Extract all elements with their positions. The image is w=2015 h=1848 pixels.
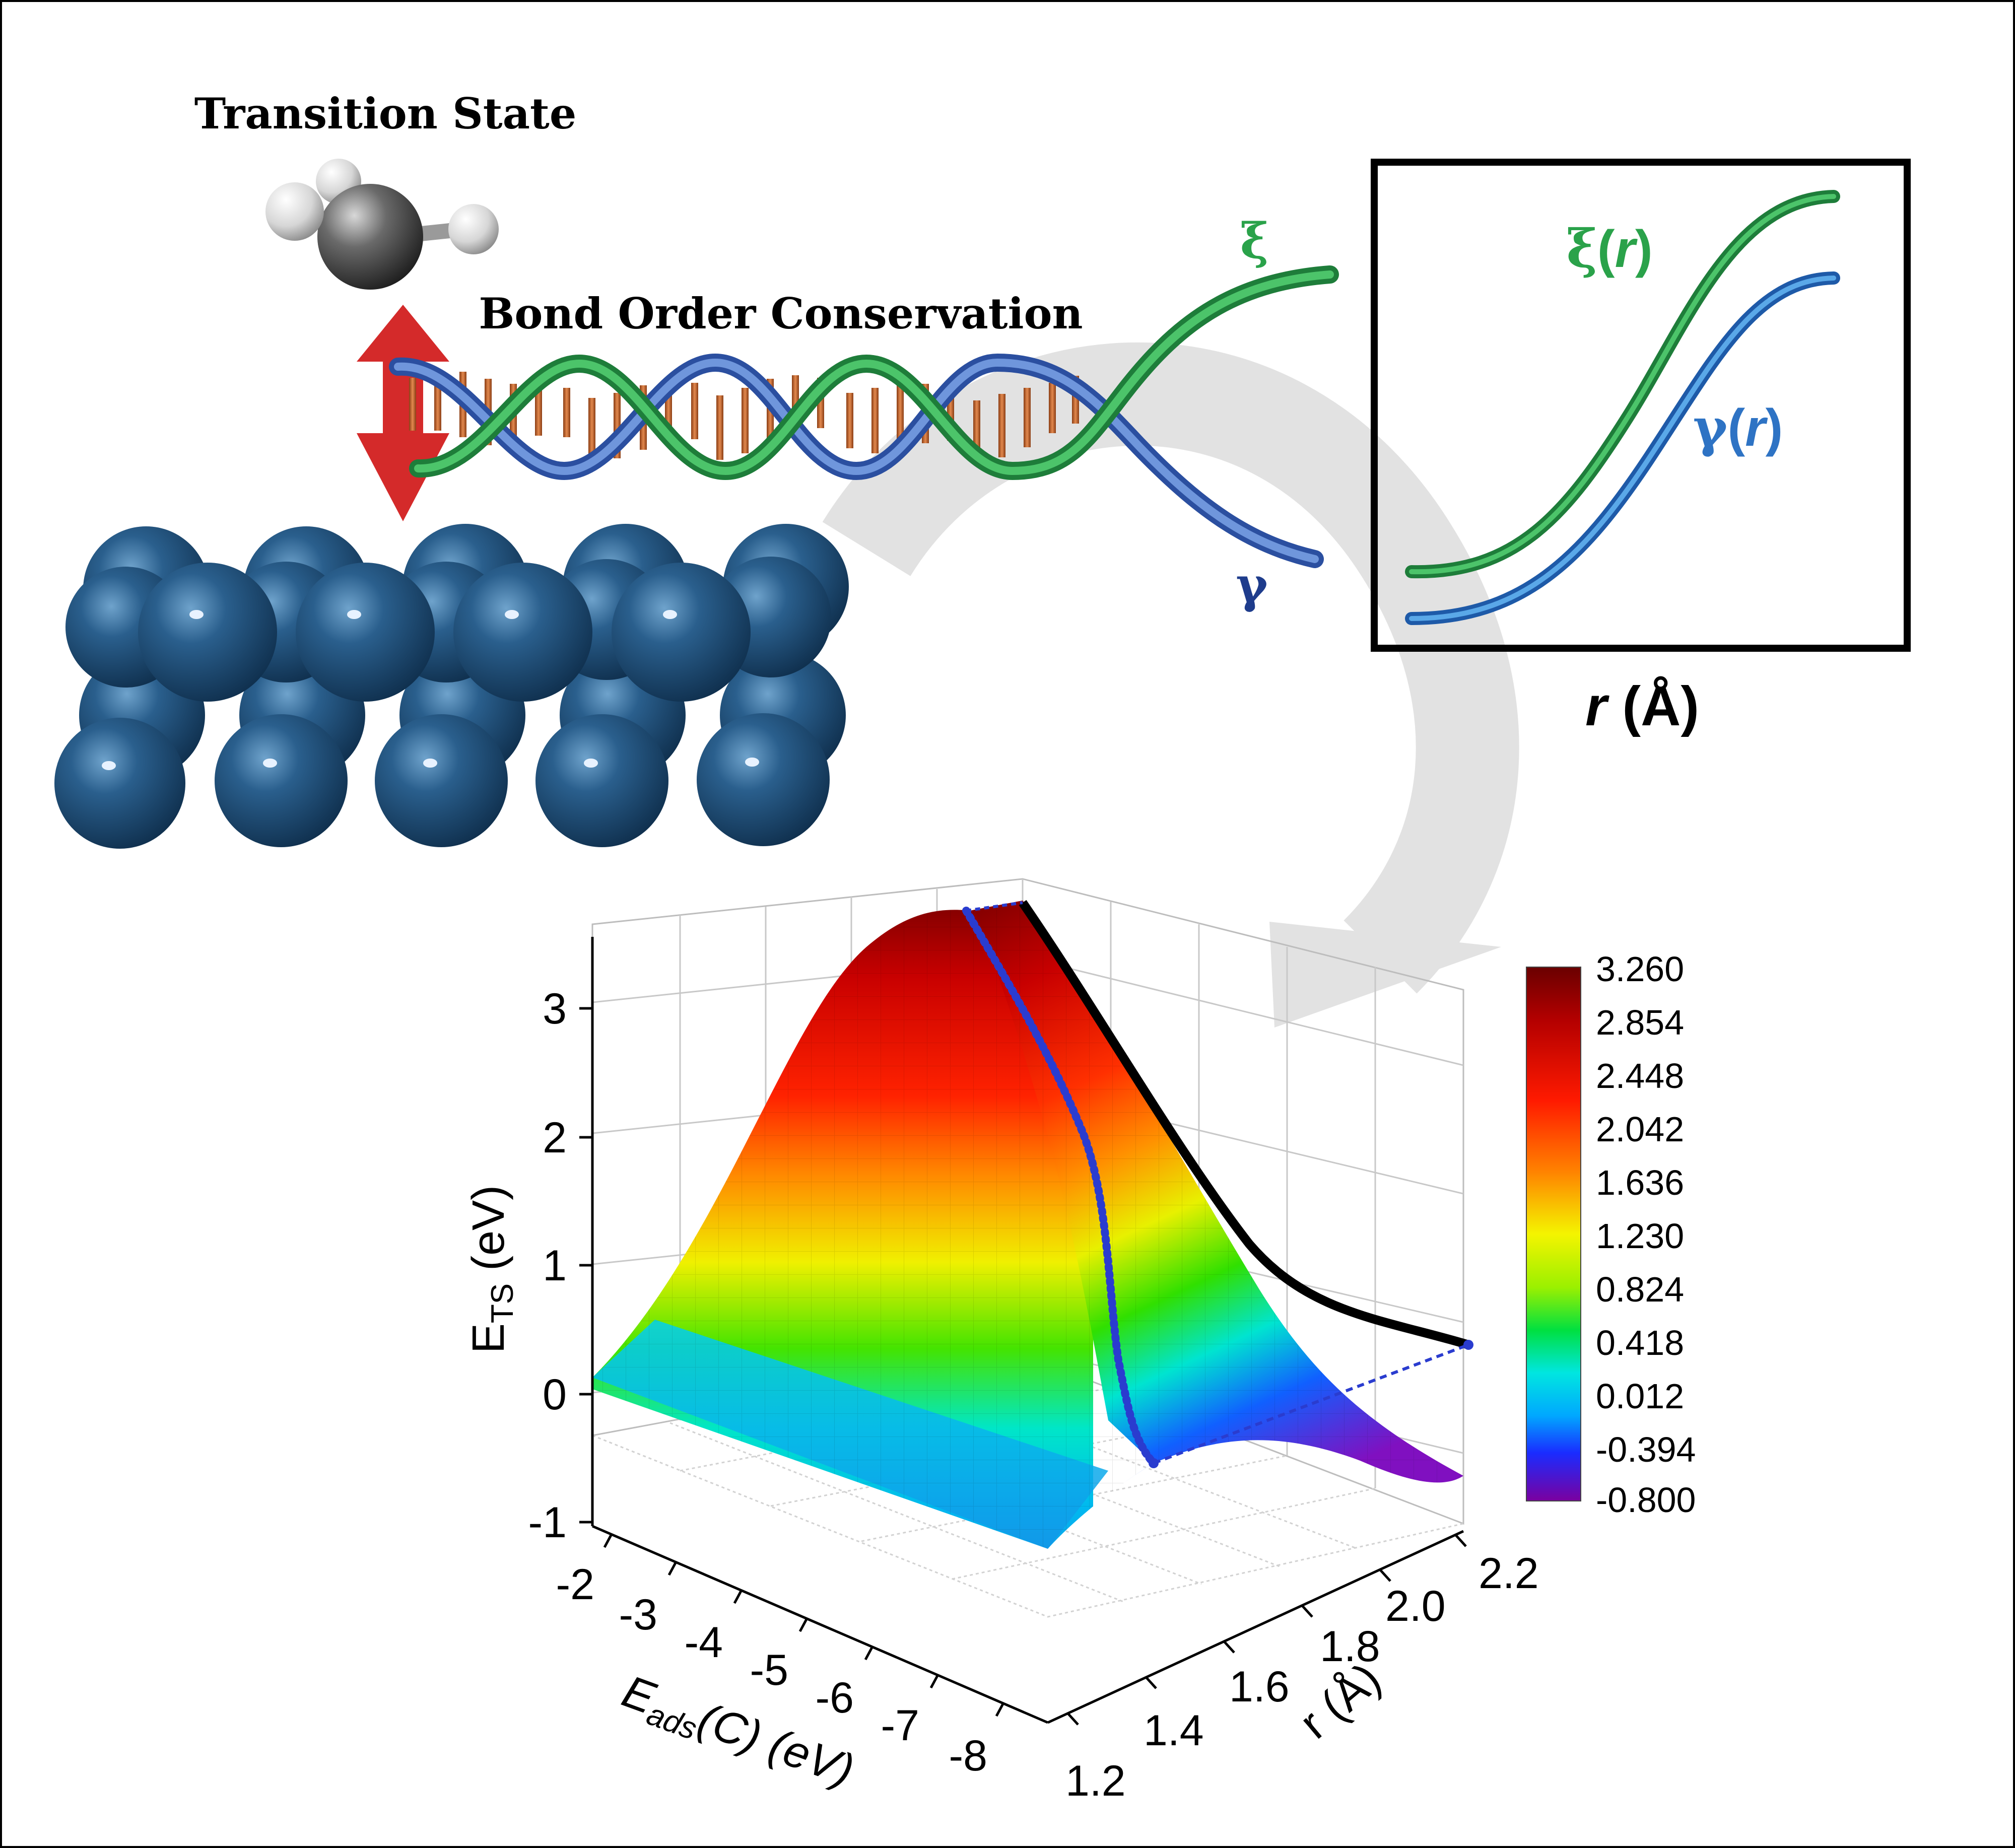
y-tick-label: 1.4	[1144, 1706, 1204, 1755]
x-tick-label: -2	[556, 1560, 594, 1609]
z-tick-label: 0	[543, 1371, 567, 1419]
colorbar: 3.260 2.854 2.448 2.042 1.636 1.230 0.82…	[1526, 949, 1696, 1520]
colorbar-label: 0.824	[1596, 1270, 1684, 1309]
path-endpoint	[1149, 1458, 1159, 1468]
ridge-endpoint	[1463, 1340, 1473, 1350]
colorbar-label: 1.230	[1596, 1216, 1684, 1256]
inset-x-axis-label: r (Å)	[1585, 675, 1699, 737]
gamma-label: γ	[1236, 557, 1268, 613]
colorbar-label: 3.260	[1596, 949, 1684, 989]
inset-plot: ξ(r) γ(r) r (Å)	[1371, 159, 1911, 737]
z-axis-title: ETS (eV)	[463, 1185, 520, 1353]
colorbar-label: 0.012	[1596, 1377, 1684, 1416]
y-tick-label: 1.6	[1229, 1663, 1290, 1711]
minimum-energy-path	[962, 907, 1158, 1467]
y-axis-tick-labels: 1.2 1.4 1.6 1.8 2.0 2.2	[1065, 1549, 1539, 1805]
x-axis-ticks	[603, 1533, 1005, 1717]
bond-order-helix	[389, 265, 1339, 568]
inset-xi-r-label: ξ(r)	[1566, 218, 1652, 280]
y-tick-label: 2.2	[1479, 1549, 1539, 1598]
x-axis-tick-labels: -2 -3 -4 -5 -6 -7 -8	[556, 1560, 987, 1780]
hydrogen-atom-left	[265, 182, 324, 241]
carbon-atom	[317, 184, 423, 290]
ridge-line-max	[1019, 900, 1470, 1349]
colorbar-label: 0.418	[1596, 1323, 1684, 1362]
transition-state-label: Transition State	[194, 89, 577, 139]
y-axis-ticks	[1067, 1534, 1467, 1726]
z-axis-tick-labels: 3 2 1 0 -1	[528, 985, 567, 1547]
z-tick-label: 2	[543, 1114, 567, 1162]
ch3-molecule	[265, 159, 499, 290]
colorbar-gradient	[1526, 967, 1581, 1501]
z-tick-label: 1	[543, 1242, 567, 1290]
inset-frame	[1371, 159, 1911, 652]
x-tick-label: -3	[619, 1591, 657, 1639]
xi-label: ξ	[1240, 213, 1269, 269]
x-tick-label: -5	[750, 1646, 788, 1694]
x-tick-label: -4	[685, 1618, 723, 1667]
slab-highlights	[102, 610, 759, 770]
inset-gamma-r-label: γ(r)	[1693, 396, 1783, 458]
y-tick-label: 1.2	[1065, 1757, 1126, 1805]
z-tick-label: -1	[528, 1498, 567, 1547]
colorbar-label: 2.042	[1596, 1110, 1684, 1149]
colorbar-label: -0.394	[1596, 1430, 1696, 1469]
y-tick-label: 1.8	[1320, 1622, 1380, 1671]
colorbar-labels: 3.260 2.854 2.448 2.042 1.636 1.230 0.82…	[1596, 949, 1696, 1520]
metal-surface-slab	[54, 524, 849, 849]
bond-order-conservation-label: Bond Order Conservation	[479, 289, 1083, 338]
colorbar-label: 2.854	[1596, 1003, 1684, 1042]
colorbar-label: 1.636	[1596, 1163, 1684, 1202]
plot-axes	[591, 937, 1464, 1724]
z-tick-label: 3	[543, 985, 567, 1033]
x-tick-label: -7	[881, 1701, 919, 1750]
slab-front-top-row	[138, 563, 751, 702]
x-tick-label: -6	[816, 1674, 854, 1722]
surface-plot: 3 2 1 0 -1 -2 -3 -4 -5 -6 -7 -8 1.2 1.4 …	[463, 878, 1696, 1805]
z-axis-ticks	[579, 1007, 592, 1524]
colorbar-label: -0.800	[1596, 1480, 1696, 1520]
x-tick-label: -8	[949, 1732, 987, 1780]
slab-front-bottom-row	[54, 713, 830, 849]
y-tick-label: 2.0	[1385, 1582, 1446, 1630]
colorbar-label: 2.448	[1596, 1056, 1684, 1096]
hydrogen-atom-right	[448, 204, 499, 254]
